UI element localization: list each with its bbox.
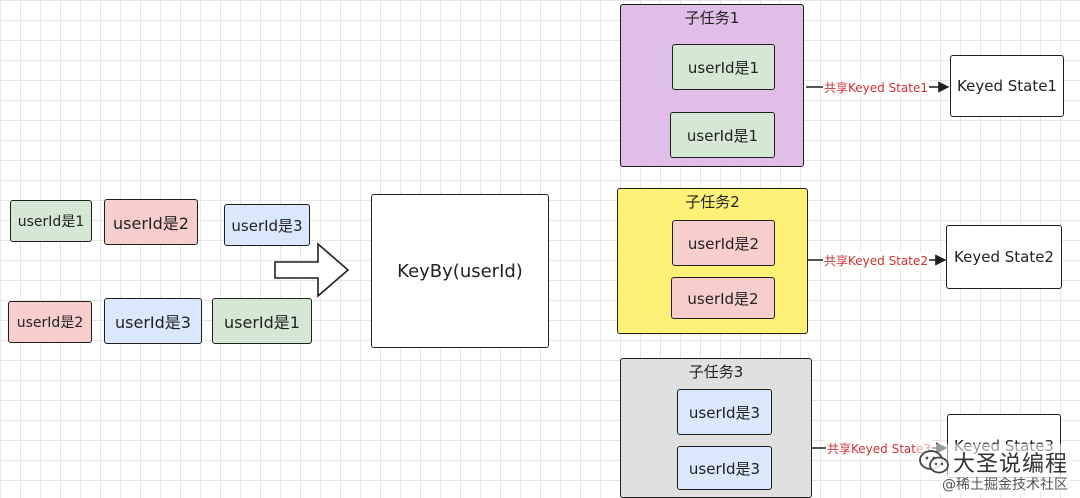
subtask-record: userId是1 — [672, 44, 775, 90]
watermark-brand: 大圣说编程 — [952, 452, 1068, 477]
keyed-state-2: Keyed State2 — [946, 225, 1062, 289]
subtask-record: userId是2 — [671, 277, 775, 319]
subtask-title: 子任务3 — [688, 363, 744, 381]
input-record: userId是3 — [224, 204, 310, 246]
subtask-title: 子任务1 — [684, 9, 740, 27]
subtask-title: 子任务2 — [685, 193, 740, 211]
share-label: 共享Keyed State2 — [823, 252, 929, 269]
share-label: 共享Keyed State1 — [823, 79, 929, 96]
input-record: userId是2 — [8, 301, 92, 343]
subtask-record: userId是3 — [677, 389, 772, 435]
input-record: userId是1 — [10, 200, 92, 242]
subtask-record: userId是3 — [677, 446, 772, 490]
wechat-icon — [919, 450, 949, 474]
keyby-node: KeyBy(userId) — [371, 194, 549, 348]
share-label: 共享Keyed State3 — [826, 440, 932, 457]
input-record: userId是3 — [104, 298, 202, 344]
watermark-sub: @稀土掘金技术社区 — [940, 474, 1070, 494]
input-record: userId是2 — [104, 199, 198, 245]
subtask-record: userId是1 — [670, 112, 775, 158]
flow-arrow — [274, 242, 350, 298]
subtask-record: userId是2 — [672, 220, 775, 266]
input-record: userId是1 — [212, 298, 312, 344]
keyed-state-1: Keyed State1 — [950, 55, 1064, 117]
